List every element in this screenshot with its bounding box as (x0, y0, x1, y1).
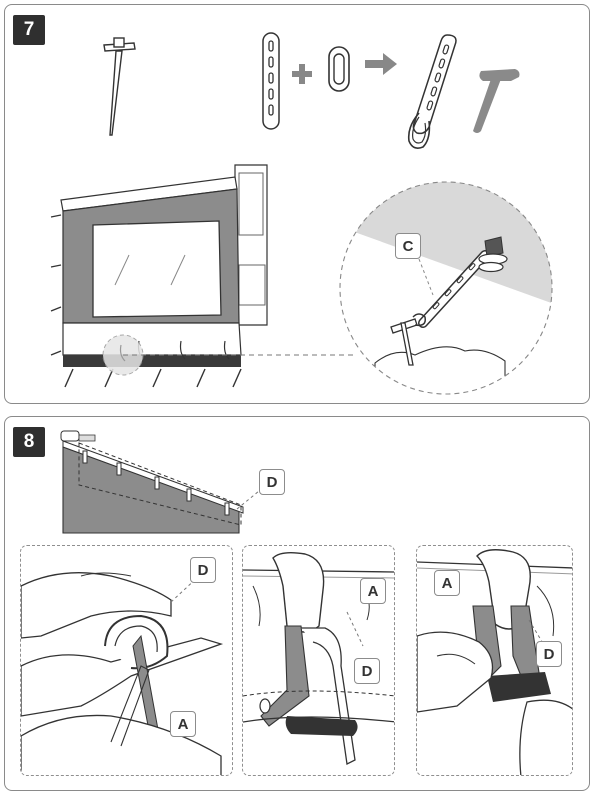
clip-tightening-illustration (417, 549, 572, 775)
callout-d: D (259, 469, 285, 495)
callout-d: D (536, 641, 562, 667)
step-8-panel: 8 D D A (4, 416, 590, 791)
detail-leader-line (123, 354, 355, 356)
callout-a: A (434, 570, 460, 596)
hand-inserting-clip-illustration (21, 572, 224, 775)
arrow-right-icon (365, 53, 397, 75)
plus-icon (292, 64, 312, 84)
awning-wall-overview (60, 430, 260, 534)
hammer-icon (473, 69, 520, 133)
tent-peg-icon (103, 37, 136, 136)
callout-d: D (354, 658, 380, 684)
step-7-panel: 7 (4, 4, 590, 404)
callout-a: A (360, 578, 386, 604)
awning-scene (50, 164, 268, 388)
steel-ring-icon (328, 46, 350, 92)
detail-box-2: A D (242, 545, 395, 776)
detail-box-3: A D (416, 545, 573, 776)
step-number-badge: 8 (13, 427, 45, 457)
pegging-strap-icon (262, 32, 280, 130)
step-number-badge: 7 (13, 15, 45, 45)
callout-c: C (395, 233, 421, 259)
strap-with-ring-icon (407, 34, 457, 149)
callout-d: D (190, 557, 216, 583)
callout-a: A (170, 711, 196, 737)
detail-box-1: D A (20, 545, 233, 776)
clip-closeup-illustration (243, 551, 394, 765)
peg-detail-circle (339, 181, 553, 395)
